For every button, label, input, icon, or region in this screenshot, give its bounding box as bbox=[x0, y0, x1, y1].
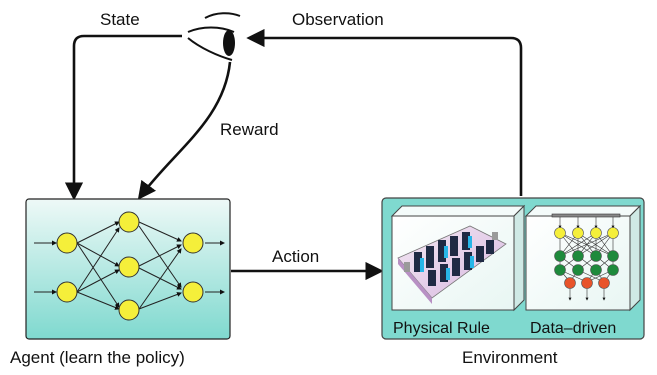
reward-label: Reward bbox=[220, 120, 279, 139]
action-label: Action bbox=[272, 247, 319, 266]
neural-network-icon bbox=[34, 211, 225, 321]
data-driven-panel bbox=[524, 204, 642, 312]
datacenter-floorplan-icon bbox=[397, 225, 507, 304]
physical-rule-panel bbox=[390, 204, 526, 312]
environment-box: Physical Rule Data–driven bbox=[381, 197, 645, 340]
observation-label: Observation bbox=[292, 10, 384, 29]
state-label: State bbox=[100, 10, 140, 29]
data-driven-network-icon bbox=[551, 213, 621, 301]
physical-rule-label: Physical Rule bbox=[393, 320, 490, 337]
eye-icon bbox=[187, 12, 241, 61]
reward-arrow bbox=[137, 61, 232, 200]
observation-arrow bbox=[246, 28, 523, 196]
state-arrow bbox=[64, 34, 182, 201]
environment-label: Environment bbox=[462, 348, 558, 367]
data-driven-label: Data–driven bbox=[530, 320, 616, 337]
agent-label: Agent (learn the policy) bbox=[10, 348, 185, 367]
